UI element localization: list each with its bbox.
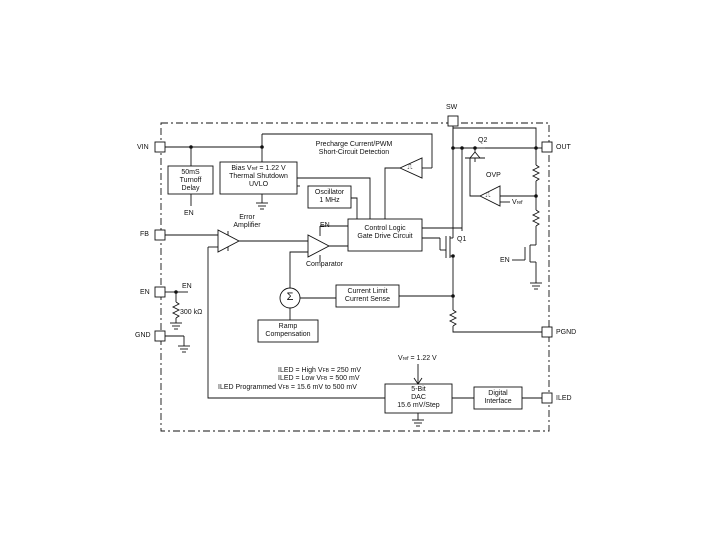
ic-boundary (160, 122, 550, 432)
pin-pgnd (541, 326, 553, 338)
pin-label-vin: VIN (137, 144, 149, 151)
resistor-out-bottom (531, 209, 541, 227)
control-logic-text: Control Logic Gate Drive Circuit (357, 225, 413, 240)
pin-gnd (154, 330, 166, 342)
turnoff-delay-text: 50mS Turnoff Delay (179, 169, 202, 192)
iled-low-label: ILED = Low VFB = 500 mV (278, 375, 360, 382)
iled-high-label: ILED = High VFB = 250 mV (278, 367, 362, 374)
schmitt-ovp-icon: ⎍ (485, 192, 491, 199)
ovp-label: OVP (486, 172, 501, 179)
en-node-label: EN (182, 283, 192, 290)
error-amplifier-label: Error Amplifier (233, 214, 261, 229)
comparator-label: Comparator (306, 261, 343, 268)
turnoff-delay-block (167, 165, 214, 195)
ramp-compensation-block (257, 319, 319, 343)
digital-interface-text: Digital Interface (484, 390, 512, 405)
en-right-label: EN (500, 257, 510, 264)
pin-out (541, 141, 553, 153)
pin-sw (447, 115, 459, 127)
precharge-label: Precharge Current/PWM Short-Circuit Dete… (315, 141, 393, 156)
pin-label-out: OUT (556, 144, 571, 151)
dac-text: 5-Bit DAC 15.6 mV/Step (397, 386, 440, 409)
wire-vin (165, 146, 192, 166)
current-limit-text: Current Limit Current Sense (344, 288, 391, 303)
q2-label: Q2 (478, 137, 488, 144)
schmitt-icon: ⎍ (407, 164, 413, 171)
pin-label-gnd: GND (135, 332, 151, 339)
pin-en (154, 286, 166, 298)
ramp-compensation-text: Ramp Compensation (265, 323, 311, 338)
en-control-label: EN (320, 222, 330, 229)
pin-label-fb: FB (140, 231, 149, 238)
resistor-sense (448, 309, 458, 327)
oscillator-text: Oscillator 1 MHz (314, 189, 345, 204)
bias-text: Bias Vref = 1.22 V Thermal Shutdown UVLO (229, 165, 288, 188)
pin-label-pgnd: PGND (556, 329, 577, 336)
oscillator-block (307, 185, 352, 209)
wire-vin-top (262, 133, 433, 168)
iled-programmed-label: ILED Programmed VFB = 15.6 mV to 500 mV (218, 384, 357, 391)
resistor-300k-label: 300 kΩ (180, 309, 203, 316)
pin-label-iled: ILED (556, 395, 572, 402)
resistor-out-top (531, 164, 541, 182)
en-delay-label: EN (184, 210, 194, 217)
resistor-300k (171, 301, 181, 319)
comparator (307, 234, 330, 258)
q1-label: Q1 (457, 236, 467, 243)
pin-vin (154, 141, 166, 153)
pin-fb (154, 229, 166, 241)
pin-label-en: EN (140, 289, 150, 296)
sigma-symbol: Σ (286, 291, 294, 303)
pin-label-sw: SW (446, 104, 458, 111)
vref-ovp-label: Vref (512, 199, 523, 206)
error-amplifier (217, 229, 240, 253)
pin-iled (541, 392, 553, 404)
vref-dac-label: Vref = 1.22 V (398, 355, 437, 362)
